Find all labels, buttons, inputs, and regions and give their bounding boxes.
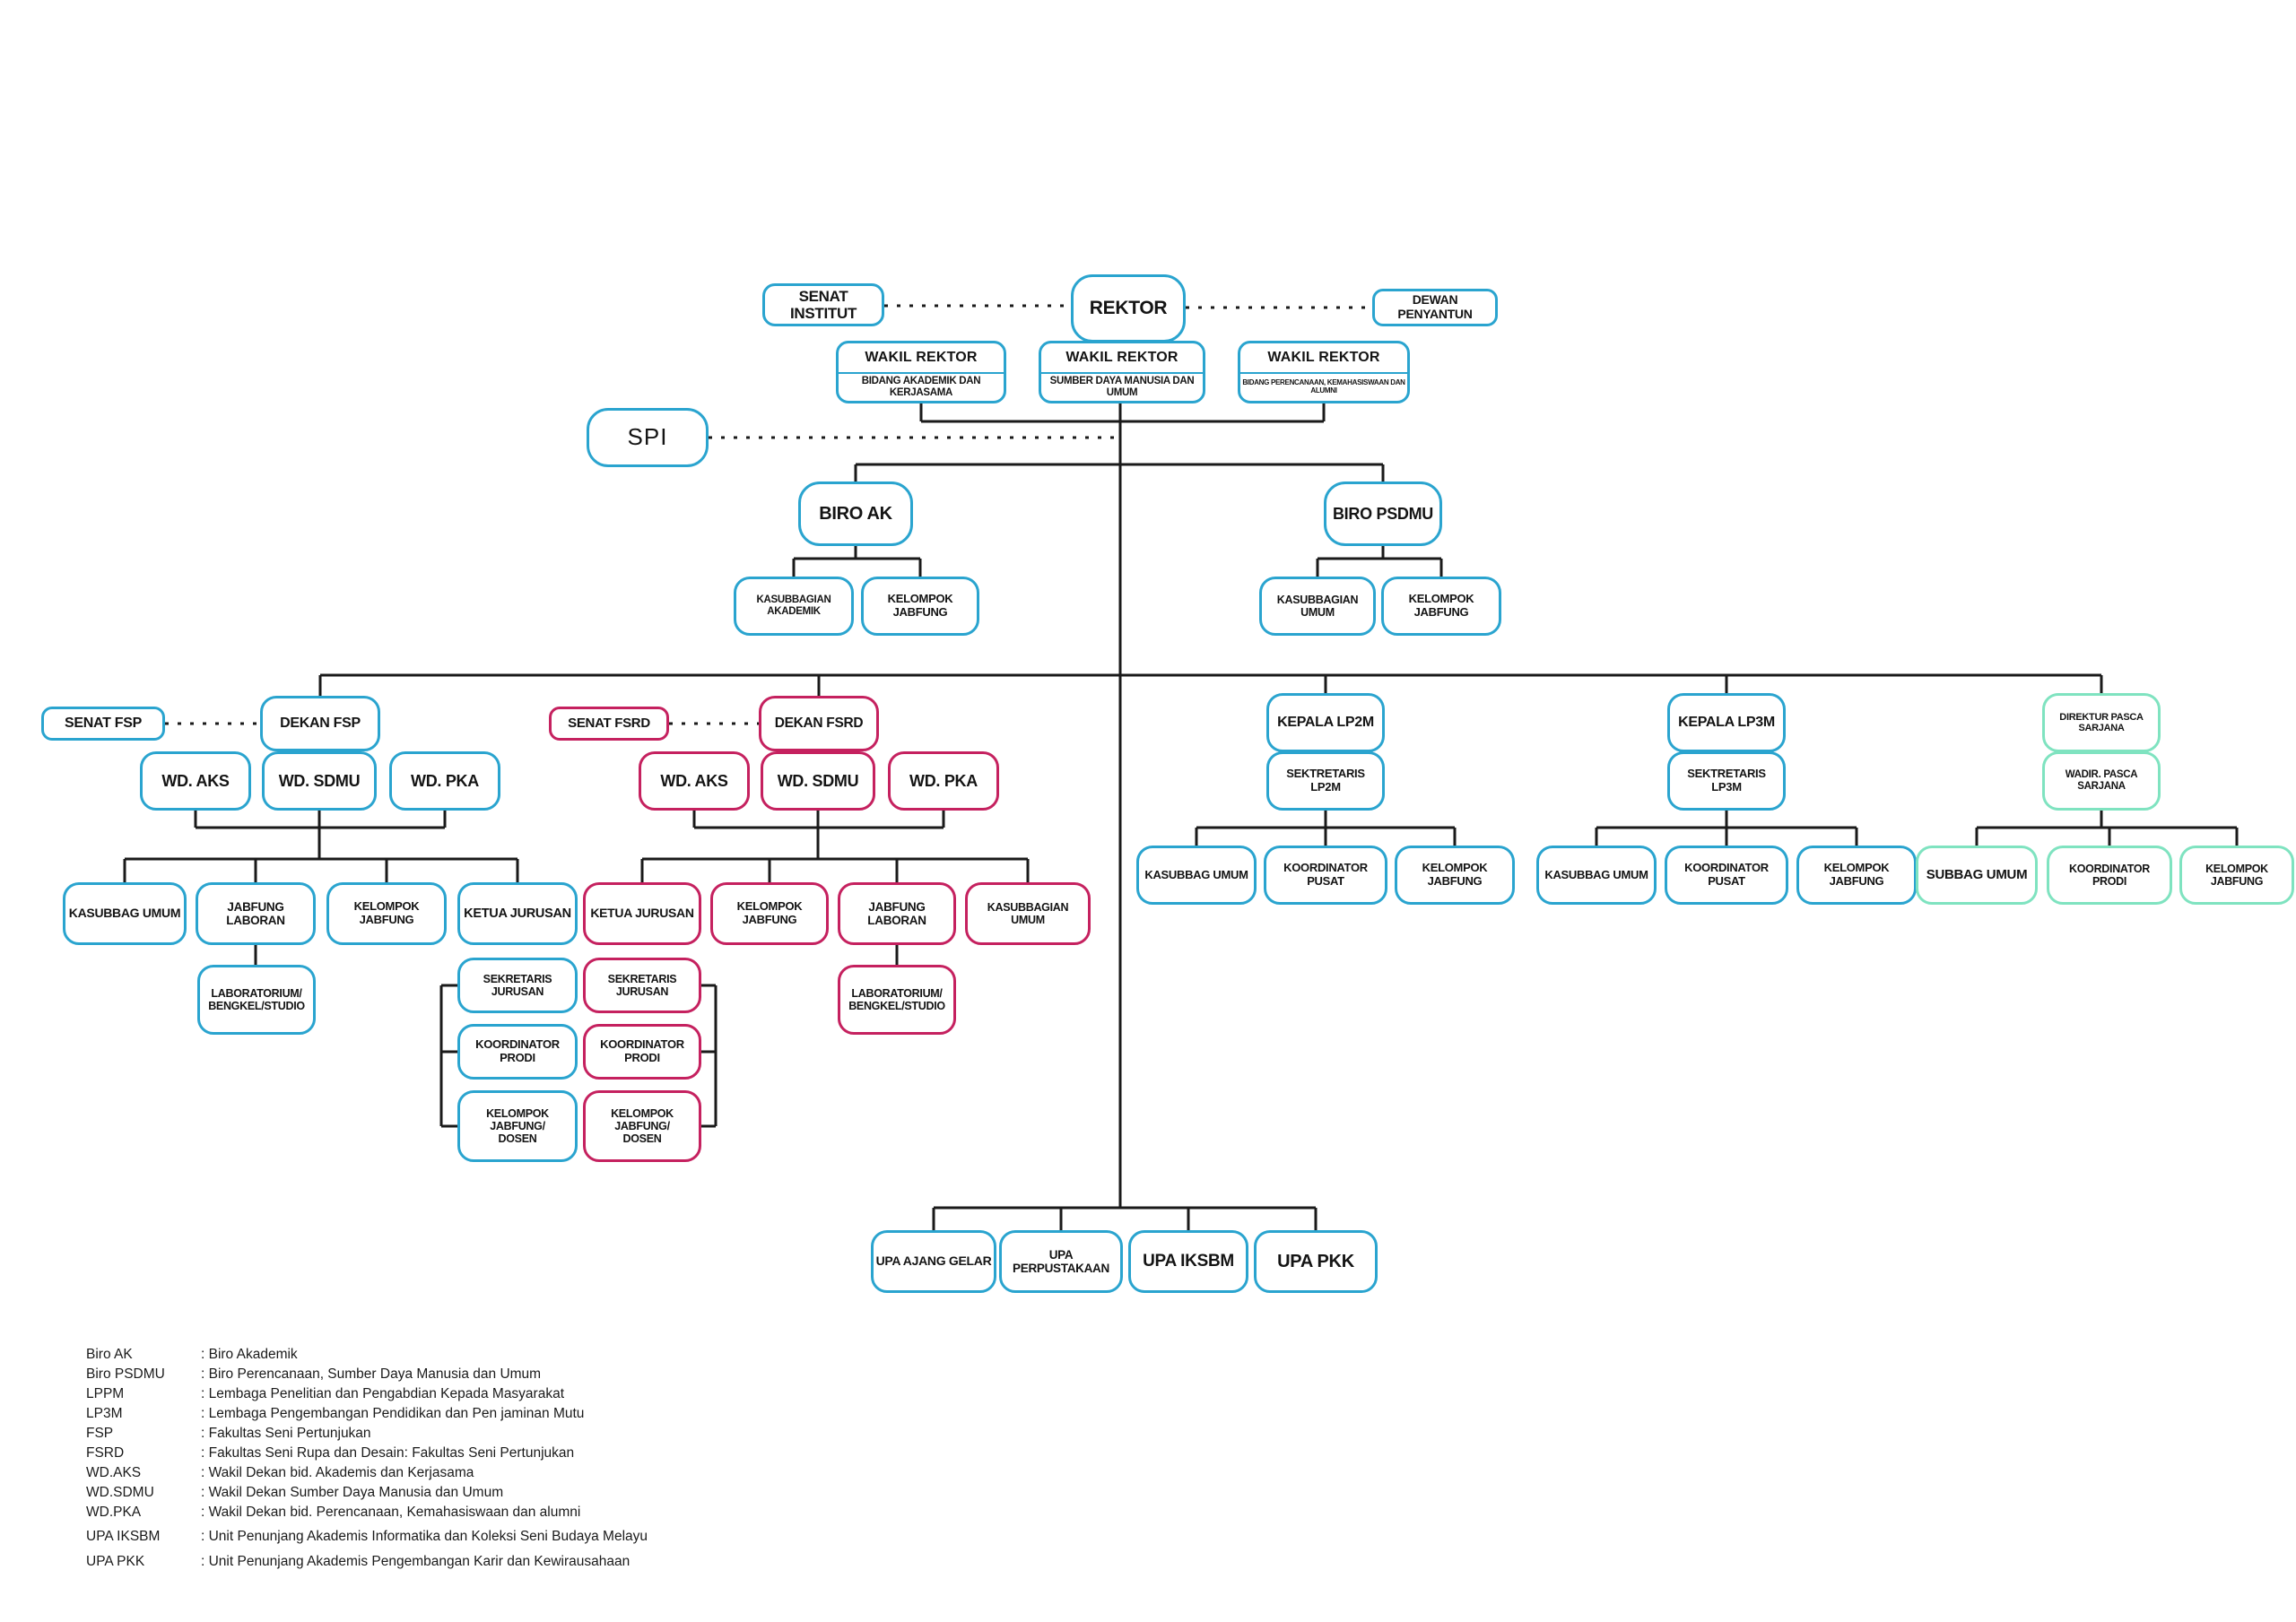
node-wd-pka-fsrd: WD. PKA <box>888 751 999 811</box>
node-sektretaris-lp3m: SEKTRETARIS LP3M <box>1667 751 1786 811</box>
legend-definition: : Wakil Dekan bid. Perencanaan, Kemahasi… <box>201 1505 581 1520</box>
legend-term: FSRD <box>86 1445 125 1461</box>
legend-definition: : Unit Penunjang Akademis Pengembangan K… <box>201 1554 631 1569</box>
node-biro-psdmu: BIRO PSDMU <box>1324 481 1442 546</box>
legend-row: UPA IKSBM : Unit Penunjang Akademis Infor… <box>86 1527 648 1547</box>
wakil-rektor-title: WAKIL REKTOR <box>865 349 978 365</box>
legend-term: FSP <box>86 1426 114 1441</box>
node-kasubbagian-umum-fsrd: KASUBBAGIAN UMUM <box>965 882 1091 945</box>
node-upa-iksbm: UPA IKSBM <box>1128 1230 1248 1293</box>
legend-row: UPA PKK : Unit Penunjang Akademis Pengemb… <box>86 1552 648 1572</box>
node-wd-sdmu-fsp: WD. SDMU <box>262 751 377 811</box>
legend-row: Biro AK : Biro Akademik <box>86 1345 648 1365</box>
node-senat-fsrd: SENAT FSRD <box>549 707 669 741</box>
node-wakil-rektor-perencanaan: WAKIL REKTOR BIDANG PERENCANAAN, KEMAHAS… <box>1238 341 1410 403</box>
node-biro-ak: BIRO AK <box>798 481 913 546</box>
node-kelompok-jabfung-biro-ak: KELOMPOK JABFUNG <box>861 577 979 636</box>
node-kelompok-jabfung-dosen-fsp: KELOMPOK JABFUNG/ DOSEN <box>457 1090 578 1162</box>
legend-term: LP3M <box>86 1406 123 1421</box>
legend-definition: : Wakil Dekan bid. Akademis dan Kerjasam… <box>201 1465 474 1480</box>
node-kepala-lp2m: KEPALA LP2M <box>1266 693 1385 752</box>
legend-term: WD.SDMU <box>86 1485 154 1500</box>
legend-term: Biro PSDMU <box>86 1366 165 1382</box>
legend-definition: : Biro Perencanaan, Sumber Daya Manusia … <box>201 1366 542 1382</box>
node-kasubbag-umum-fsp: KASUBBAG UMUM <box>63 882 187 945</box>
node-spi: SPI <box>587 408 709 467</box>
legend-term: LPPM <box>86 1386 125 1401</box>
wakil-rektor-title: WAKIL REKTOR <box>1065 349 1178 365</box>
node-wd-aks-fsrd: WD. AKS <box>639 751 750 811</box>
legend-definition: : Fakultas Seni Pertunjukan <box>201 1426 371 1441</box>
legend-term: WD.PKA <box>86 1505 142 1520</box>
node-wd-aks-fsp: WD. AKS <box>140 751 251 811</box>
node-kelompok-jabfung-lp2m: KELOMPOK JABFUNG <box>1395 846 1515 905</box>
node-kelompok-jabfung-pasca: KELOMPOK JABFUNG <box>2179 846 2294 905</box>
legend-definition: : Lembaga Penelitian dan Pengabdian Kepa… <box>201 1386 565 1401</box>
node-laboratorium-fsp: LABORATORIUM/ BENGKEL/STUDIO <box>197 965 316 1035</box>
node-kasubbag-umum-lp2m: KASUBBAG UMUM <box>1136 846 1257 905</box>
node-kelompok-jabfung-biro-psdmu: KELOMPOK JABFUNG <box>1381 577 1501 636</box>
legend-row: Biro PSDMU : Biro Perencanaan, Sumber Day… <box>86 1365 648 1384</box>
node-senat-fsp: SENAT FSP <box>41 707 165 741</box>
legend-term: UPA PKK <box>86 1554 145 1569</box>
legend-row: WD.AKS : Wakil Dekan bid. Akademis dan Ke… <box>86 1463 648 1483</box>
node-kelompok-jabfung-fsp: KELOMPOK JABFUNG <box>326 882 447 945</box>
node-jabfung-laboran-fsrd: JABFUNG LABORAN <box>838 882 956 945</box>
node-upa-ajang-gelar: UPA AJANG GELAR <box>871 1230 996 1293</box>
node-wd-sdmu-fsrd: WD. SDMU <box>761 751 875 811</box>
node-koordinator-prodi-fsp: KOORDINATOR PRODI <box>457 1024 578 1080</box>
legend-row: WD.PKA : Wakil Dekan bid. Perencanaan, Ke… <box>86 1503 648 1522</box>
node-upa-pkk: UPA PKK <box>1254 1230 1378 1293</box>
node-dekan-fsp: DEKAN FSP <box>260 696 380 751</box>
node-koordinator-pusat-lp2m: KOORDINATOR PUSAT <box>1264 846 1387 905</box>
legend-definition: : Biro Akademik <box>201 1347 298 1362</box>
node-wakil-rektor-akademik: WAKIL REKTOR BIDANG AKADEMIK DAN KERJASA… <box>836 341 1006 403</box>
wakil-rektor-subtitle: BIDANG PERENCANAAN, KEMAHASISWAAN DAN AL… <box>1240 371 1407 401</box>
legend: Biro AK : Biro Akademik Biro PSDMU : Biro … <box>86 1345 648 1572</box>
legend-term: UPA IKSBM <box>86 1529 161 1544</box>
node-senat-institut: SENAT INSTITUT <box>762 283 884 326</box>
wakil-rektor-subtitle: BIDANG AKADEMIK DAN KERJASAMA <box>839 371 1004 401</box>
node-jabfung-laboran-fsp: JABFUNG LABORAN <box>196 882 316 945</box>
legend-term: Biro AK <box>86 1347 133 1362</box>
node-kasubbag-umum-lp3m: KASUBBAG UMUM <box>1536 846 1657 905</box>
wakil-rektor-title: WAKIL REKTOR <box>1267 349 1380 365</box>
node-wadir-pasca-sarjana: WADIR. PASCA SARJANA <box>2042 751 2161 811</box>
legend-row: FSP : Fakultas Seni Pertunjukan <box>86 1424 648 1444</box>
legend-row: LPPM : Lembaga Penelitian dan Pengabdian … <box>86 1384 648 1404</box>
node-kasubbagian-akademik: KASUBBAGIAN AKADEMIK <box>734 577 854 636</box>
node-rektor: REKTOR <box>1071 274 1186 343</box>
node-sekretaris-jurusan-fsrd: SEKRETARIS JURUSAN <box>583 958 701 1013</box>
node-koordinator-prodi-fsrd: KOORDINATOR PRODI <box>583 1024 701 1080</box>
node-koordinator-pusat-lp3m: KOORDINATOR PUSAT <box>1665 846 1788 905</box>
legend-row: FSRD : Fakultas Seni Rupa dan Desain: Fak… <box>86 1444 648 1463</box>
node-wd-pka-fsp: WD. PKA <box>389 751 500 811</box>
legend-row: LP3M : Lembaga Pengembangan Pendidikan da… <box>86 1404 648 1424</box>
node-dewan-penyantun: DEWAN PENYANTUN <box>1372 289 1498 326</box>
node-wakil-rektor-sdm: WAKIL REKTOR SUMBER DAYA MANUSIA DAN UMU… <box>1039 341 1205 403</box>
node-kelompok-jabfung-lp3m: KELOMPOK JABFUNG <box>1796 846 1917 905</box>
node-kelompok-jabfung-fsrd: KELOMPOK JABFUNG <box>710 882 829 945</box>
node-sektretaris-lp2m: SEKTRETARIS LP2M <box>1266 751 1385 811</box>
legend-definition: : Fakultas Seni Rupa dan Desain: Fakulta… <box>201 1445 575 1461</box>
node-upa-perpustakaan: UPA PERPUSTAKAAN <box>999 1230 1123 1293</box>
node-sekretaris-jurusan-fsp: SEKRETARIS JURUSAN <box>457 958 578 1013</box>
node-subbag-umum-pasca: SUBBAG UMUM <box>1916 846 2038 905</box>
node-ketua-jurusan-fsrd: KETUA JURUSAN <box>583 882 701 945</box>
node-ketua-jurusan-fsp: KETUA JURUSAN <box>457 882 578 945</box>
node-direktur-pasca-sarjana: DIREKTUR PASCA SARJANA <box>2042 693 2161 752</box>
legend-row: WD.SDMU : Wakil Dekan Sumber Daya Manusia… <box>86 1483 648 1503</box>
node-dekan-fsrd: DEKAN FSRD <box>759 696 879 751</box>
node-koordinator-prodi-pasca: KOORDINATOR PRODI <box>2047 846 2172 905</box>
node-kepala-lp3m: KEPALA LP3M <box>1667 693 1786 752</box>
node-kelompok-jabfung-dosen-fsrd: KELOMPOK JABFUNG/ DOSEN <box>583 1090 701 1162</box>
node-laboratorium-fsrd: LABORATORIUM/ BENGKEL/STUDIO <box>838 965 956 1035</box>
legend-definition: : Wakil Dekan Sumber Daya Manusia dan Um… <box>201 1485 504 1500</box>
node-kasubbagian-umum-psdmu: KASUBBAGIAN UMUM <box>1259 577 1376 636</box>
wakil-rektor-subtitle: SUMBER DAYA MANUSIA DAN UMUM <box>1041 371 1203 401</box>
legend-term: WD.AKS <box>86 1465 142 1480</box>
legend-definition: : Lembaga Pengembangan Pendidikan dan Pe… <box>201 1406 585 1421</box>
legend-definition: : Unit Penunjang Akademis Informatika da… <box>201 1529 648 1544</box>
